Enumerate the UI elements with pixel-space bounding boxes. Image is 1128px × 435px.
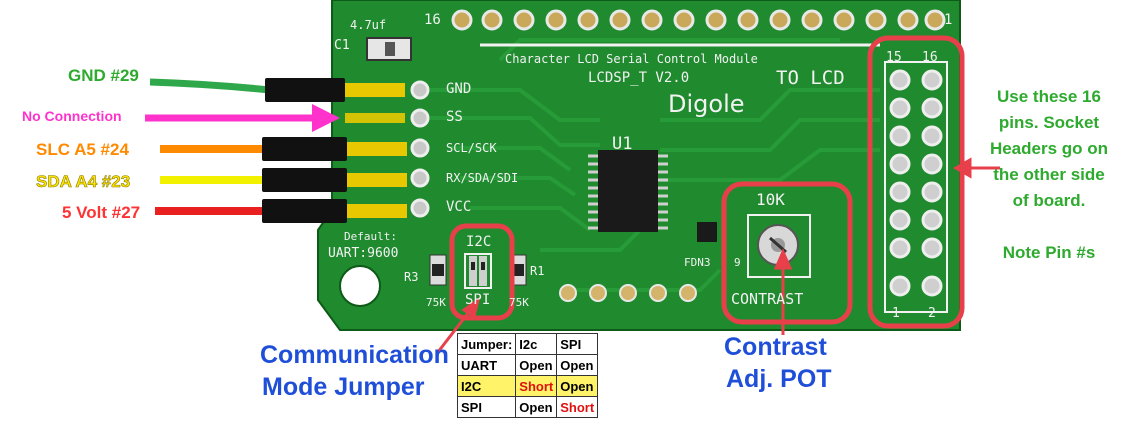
jumper-table-cell: Short bbox=[556, 396, 599, 418]
board-model: LCDSP_T V2.0 bbox=[588, 70, 690, 86]
pin-label-ss: SS bbox=[446, 109, 463, 125]
wires bbox=[145, 78, 340, 215]
jumper-table-header-cell: I2c bbox=[515, 333, 558, 355]
pin-right-num: 1 bbox=[944, 12, 953, 28]
jumper-table-row-highlighted: I2C Short Open bbox=[456, 375, 599, 397]
jumper-table: Jumper: I2c SPI UART Open Open I2C Short… bbox=[456, 333, 599, 418]
header-num-16: 16 bbox=[922, 50, 938, 65]
pin-left-num: 16 bbox=[424, 12, 441, 28]
jumper-top-label: I2C bbox=[466, 234, 492, 250]
highlight-pot bbox=[721, 181, 853, 325]
default-value: UART:9600 bbox=[328, 246, 399, 261]
jumper-table-header: Jumper: I2c SPI bbox=[456, 333, 599, 355]
cap-ref: C1 bbox=[334, 38, 350, 53]
board-title: Character LCD Serial Control Module bbox=[505, 52, 758, 66]
jumper-table-cell: Open bbox=[556, 375, 599, 397]
pin-label-scl: SCL/SCK bbox=[446, 141, 497, 155]
right-note-line: Use these 16 bbox=[997, 87, 1101, 106]
right-note-line: the other side bbox=[993, 165, 1105, 184]
jumper-table-row: UART Open Open bbox=[456, 354, 599, 376]
jumper-table-header-cell: Jumper: bbox=[456, 333, 517, 355]
transistor-fdn bbox=[697, 222, 717, 242]
highlight-header bbox=[867, 35, 965, 329]
pot-value: 10K bbox=[756, 190, 785, 209]
jumper-bottom-label: SPI bbox=[465, 292, 491, 308]
pin-label-sda: RX/SDA/SDI bbox=[446, 171, 519, 185]
wire-label-ss: No Connection bbox=[22, 108, 122, 124]
header-num-15: 15 bbox=[886, 50, 902, 65]
jumper-table-cell: UART bbox=[456, 354, 517, 376]
right-note-line: pins. Socket bbox=[998, 113, 1100, 132]
bottom-pad-row bbox=[559, 284, 697, 302]
top-pin-row bbox=[451, 9, 946, 31]
jumper-table-row: SPI Open Short bbox=[456, 396, 599, 418]
pin-label-vcc: VCC bbox=[446, 199, 472, 215]
board-brand: Digole bbox=[668, 90, 745, 118]
jumper-table-cell: Open bbox=[515, 354, 558, 376]
right-note-line: Note Pin #s bbox=[1002, 243, 1096, 262]
left-pin-pads bbox=[410, 80, 430, 218]
pot-callout-line1: Contrast bbox=[724, 333, 827, 361]
jumper-table-cell: Open bbox=[556, 354, 599, 376]
jumper-table-cell: I2C bbox=[456, 375, 517, 397]
cap-value: 4.7uf bbox=[350, 18, 387, 32]
jumper-table-cell: SPI bbox=[456, 396, 517, 418]
header-num-2: 2 bbox=[928, 306, 936, 321]
jumper-table-cell: Open bbox=[515, 396, 558, 418]
comm-callout-line2: Mode Jumper bbox=[262, 373, 425, 401]
wire-label-gnd: GND #29 bbox=[68, 66, 139, 85]
r3-label: R3 bbox=[404, 270, 419, 284]
jumper-table-cell: Short bbox=[515, 375, 558, 397]
to-lcd-label: TO LCD bbox=[776, 67, 845, 89]
header-num-1: 1 bbox=[892, 306, 900, 321]
r3-value: 75K bbox=[426, 296, 446, 309]
no-connection-arrow-head bbox=[312, 104, 340, 132]
pot-label: CONTRAST bbox=[731, 290, 804, 308]
ic-u1 bbox=[588, 150, 668, 232]
callout-arrows bbox=[436, 157, 1000, 353]
r1-label: R1 bbox=[530, 264, 545, 278]
highlight-jumper bbox=[449, 223, 515, 321]
mount-hole-bottom-left bbox=[339, 265, 381, 307]
pin-label-gnd: GND bbox=[446, 81, 472, 97]
wire-gnd bbox=[149, 78, 271, 94]
right-note: Use these 16 pins. Socket Headers go on … bbox=[978, 84, 1120, 266]
pcb-traces bbox=[430, 38, 880, 292]
fdn-label: FDN3 bbox=[684, 256, 711, 269]
ic-ref: U1 bbox=[612, 134, 633, 154]
jumper-table-header-cell: SPI bbox=[556, 333, 599, 355]
highlight-boxes bbox=[449, 35, 965, 329]
fdn-pin: 9 bbox=[734, 256, 741, 269]
default-label: Default: bbox=[344, 230, 397, 243]
wire-label-vcc: 5 Volt #27 bbox=[62, 203, 141, 222]
comm-callout-line1: Communication bbox=[260, 341, 449, 369]
pot-callout-line2: Adj. POT bbox=[726, 365, 832, 393]
wire-label-sda: SDA A4 #23 bbox=[36, 172, 131, 192]
right-header-pins bbox=[884, 61, 948, 313]
dupont-connectors bbox=[262, 78, 407, 223]
r1-value: 75K bbox=[509, 296, 529, 309]
right-note-line bbox=[978, 214, 1120, 240]
wire-label-scl: SLC A5 #24 bbox=[36, 140, 129, 159]
right-note-line: Headers go on bbox=[989, 139, 1109, 158]
right-note-line: of board. bbox=[1012, 191, 1086, 210]
jumper-pads bbox=[464, 253, 492, 289]
